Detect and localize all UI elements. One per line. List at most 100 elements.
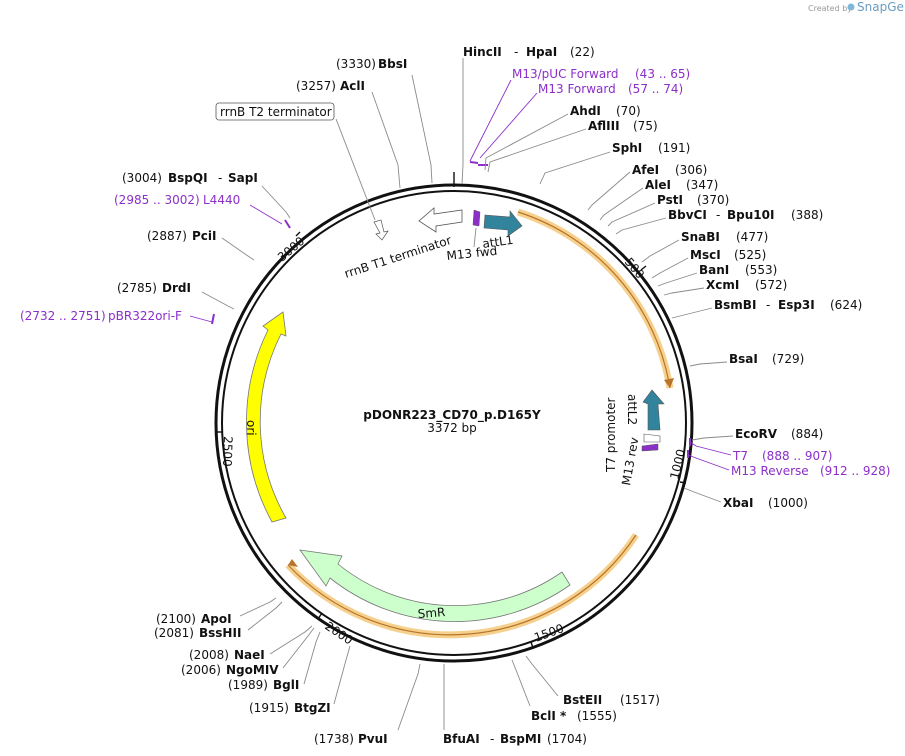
ahdi-name: AhdI [570, 104, 601, 118]
m13rev-primer-range: (912 .. 928) [820, 464, 890, 478]
snabi-name: SnaBI [681, 230, 720, 244]
aflii-pos: (75) [633, 119, 658, 133]
m13-rev-feature [641, 443, 659, 452]
hincii-sep: - [514, 45, 518, 59]
hincii-name: HincII [463, 45, 502, 59]
btgzi-name: BtgZI [294, 701, 331, 715]
bbvci-sep: - [716, 208, 720, 222]
apoi-name: ApoI [201, 612, 232, 626]
pvui-leader [397, 663, 421, 731]
plasmid-length: 3372 bp [427, 421, 477, 435]
m13rev-primer-name: M13 Reverse [731, 464, 809, 478]
msci-name: MscI [690, 248, 721, 262]
m13puc-leader [469, 79, 512, 162]
apoi-pos: (2100) [156, 612, 196, 626]
acli-name: AclI [340, 79, 365, 93]
m13fwd-primer-range: (57 .. 74) [628, 82, 683, 96]
tick-3000 [295, 231, 301, 237]
pvui-name: PvuI [358, 732, 388, 746]
credit-text: Created by [808, 4, 852, 13]
plasmid-name: pDONR223_CD70_p.D165Y [363, 408, 541, 423]
l4440-range: (2985 .. 3002) [114, 193, 200, 207]
aflii-leader [487, 128, 587, 173]
l4440-name: L4440 [203, 193, 240, 207]
tick-500 [640, 265, 647, 271]
bbsi-leader [411, 74, 433, 184]
bani-leader [657, 272, 698, 287]
m13fwd-primer-leader [479, 92, 538, 159]
bgli-name: BglI [273, 678, 299, 692]
m13-fwd-feature [472, 209, 481, 227]
naei-name: NaeI [234, 648, 265, 662]
pbr322-leader [189, 315, 213, 323]
bani-pos: (553) [745, 263, 777, 277]
ahdi-leader [484, 113, 569, 171]
pbr322-range: (2732 .. 2751) [20, 309, 106, 323]
naei-leader [269, 625, 313, 655]
m13rev-primer-leader [687, 454, 730, 471]
bsteii-pos: (1517) [620, 693, 660, 707]
bsshii-pos: (2081) [154, 626, 194, 640]
alei-name: AleI [645, 178, 671, 192]
pcii-pos: (2887) [147, 229, 187, 243]
rrnb-t2-label: rrnB T2 terminator [220, 105, 332, 119]
bspqi-name: BspQI [168, 171, 208, 185]
xbai-pos: (1000) [768, 496, 808, 510]
btgzi-leader [333, 645, 351, 705]
attl2-feature [642, 389, 665, 431]
ecorv-leader [691, 435, 734, 441]
bcli-leader [511, 659, 531, 707]
sphi-leader [539, 151, 611, 185]
orf-arrow-bottom [288, 559, 298, 567]
snabi-pos: (477) [736, 230, 768, 244]
afei-pos: (306) [675, 163, 707, 177]
psti-name: PstI [657, 193, 683, 207]
l4440-leader [249, 204, 283, 225]
t7-primer-leader [689, 441, 732, 456]
psti-leader [607, 202, 656, 227]
acli-leader [371, 91, 401, 189]
ngomiv-leader [282, 627, 315, 669]
ahdi-pos: (70) [616, 104, 641, 118]
drdi-pos: (2785) [117, 281, 157, 295]
snabi-leader [641, 239, 680, 263]
pbr322-name: pBR322ori-F [108, 309, 182, 323]
bsmbi-sep: - [766, 298, 770, 312]
attl1-feature [483, 210, 523, 237]
naei-pos: (2008) [189, 648, 229, 662]
smr-feature [299, 549, 571, 622]
sphi-pos: (191) [658, 141, 690, 155]
m13-rev-label: M13 rev [619, 436, 641, 486]
msci-pos: (525) [734, 248, 766, 262]
bgli-leader [303, 631, 321, 685]
tick-label-2500: 2500 [220, 436, 235, 467]
backbone-inner-ring [221, 190, 687, 656]
bfuai-name: BfuAI [443, 732, 480, 746]
msci-leader [651, 257, 689, 279]
sapi-name: SapI [228, 171, 258, 185]
orf-arc-top-line [517, 211, 671, 389]
ngomiv-pos: (2006) [181, 663, 221, 677]
t7-promoter-feature [643, 433, 661, 443]
sphi-name: SphI [612, 141, 642, 155]
alei-leader [599, 187, 644, 221]
drdi-leader [201, 291, 235, 310]
bsai-name: BsaI [729, 352, 758, 366]
aflii-name: AflIII [588, 119, 620, 133]
rrnb-t1-label: rrnB T1 terminator [343, 233, 454, 281]
bcli-name: BclI * [531, 709, 567, 723]
xcmi-leader [663, 287, 705, 296]
rrnb-t1-feature [418, 207, 463, 233]
tick-1500 [530, 641, 534, 649]
bsteii-leader [525, 655, 559, 697]
m13puc-range: (43 .. 65) [635, 67, 690, 81]
bsmbi-leader [671, 307, 713, 319]
xcmi-name: XcmI [706, 278, 739, 292]
ecorv-name: EcoRV [735, 427, 778, 441]
bsmbi-name: BsmBI [714, 298, 756, 312]
m13fwd-primer-name: M13 Forward [538, 82, 616, 96]
bfuai-sep: - [490, 732, 494, 746]
tick-2000 [317, 612, 323, 620]
m13puc-mark [469, 161, 479, 164]
